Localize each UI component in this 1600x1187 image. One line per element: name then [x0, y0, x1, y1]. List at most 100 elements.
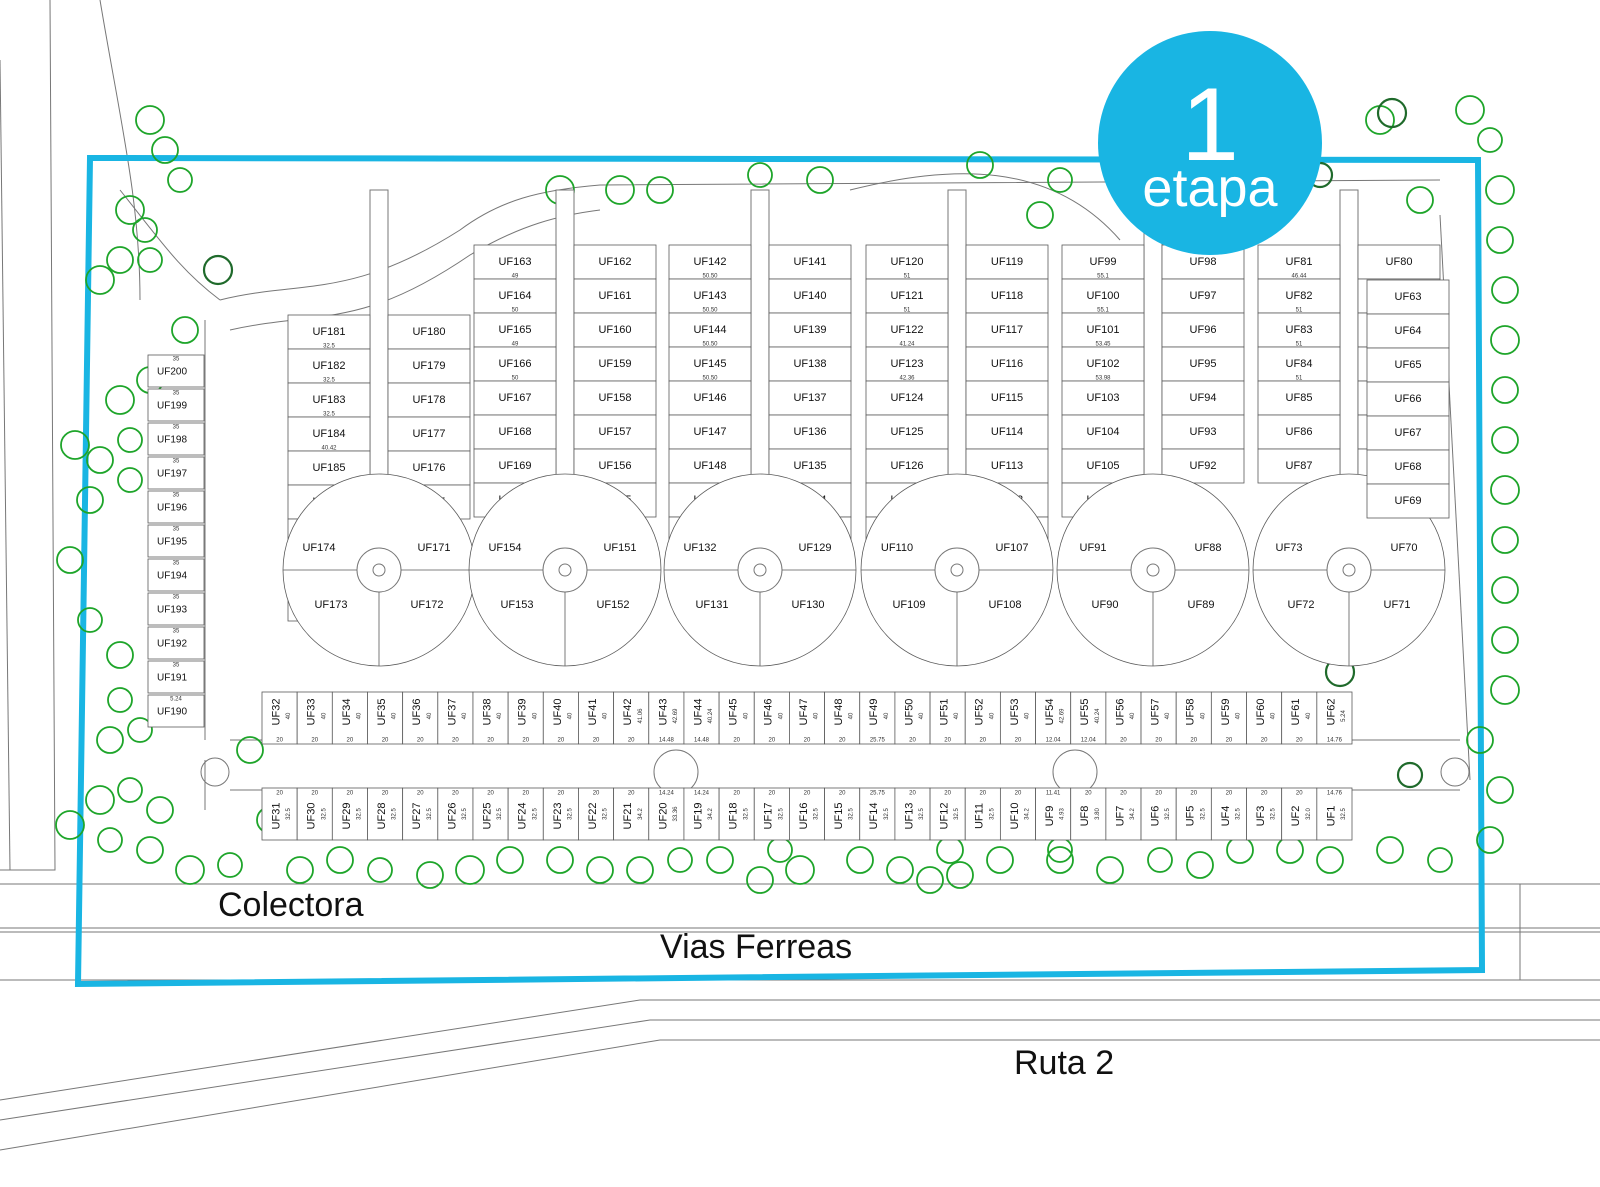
lot-uf81[interactable] — [1257, 244, 1341, 280]
lot-uf26[interactable] — [437, 787, 474, 841]
lot-uf7[interactable] — [1105, 787, 1142, 841]
lot-uf17[interactable] — [753, 787, 790, 841]
lot-uf198[interactable] — [147, 422, 205, 456]
lot-uf162[interactable] — [573, 244, 657, 280]
lot-uf101[interactable] — [1061, 312, 1145, 348]
lot-uf6[interactable] — [1140, 787, 1177, 841]
lot-uf167[interactable] — [473, 380, 557, 416]
lot-uf168[interactable] — [473, 414, 557, 450]
lot-uf82[interactable] — [1257, 278, 1341, 314]
lot-uf13[interactable] — [894, 787, 931, 841]
lot-uf190[interactable] — [147, 694, 205, 728]
lot-uf61[interactable] — [1281, 691, 1318, 745]
lot-uf80[interactable] — [1357, 244, 1441, 280]
lot-uf164[interactable] — [473, 278, 557, 314]
lot-uf51[interactable] — [929, 691, 966, 745]
lot-uf65[interactable] — [1366, 347, 1450, 383]
lot-uf83[interactable] — [1257, 312, 1341, 348]
lot-uf24[interactable] — [507, 787, 544, 841]
lot-uf123[interactable] — [865, 346, 949, 382]
lot-uf103[interactable] — [1061, 380, 1145, 416]
lot-uf59[interactable] — [1210, 691, 1247, 745]
lot-uf165[interactable] — [473, 312, 557, 348]
lot-uf50[interactable] — [894, 691, 931, 745]
lot-uf136[interactable] — [768, 414, 852, 450]
lot-uf68[interactable] — [1366, 449, 1450, 485]
lot-uf18[interactable] — [718, 787, 755, 841]
lot-uf179[interactable] — [387, 348, 471, 384]
lot-uf15[interactable] — [824, 787, 861, 841]
lot-uf52[interactable] — [964, 691, 1001, 745]
lot-uf42[interactable] — [613, 691, 650, 745]
lot-uf139[interactable] — [768, 312, 852, 348]
lot-uf48[interactable] — [824, 691, 861, 745]
lot-uf194[interactable] — [147, 558, 205, 592]
lot-uf161[interactable] — [573, 278, 657, 314]
lot-uf66[interactable] — [1366, 381, 1450, 417]
lot-uf69[interactable] — [1366, 483, 1450, 519]
lot-uf125[interactable] — [865, 414, 949, 450]
lot-uf29[interactable] — [331, 787, 368, 841]
lot-uf159[interactable] — [573, 346, 657, 382]
lot-uf49[interactable] — [859, 691, 896, 745]
lot-uf25[interactable] — [472, 787, 509, 841]
lot-uf34[interactable] — [331, 691, 368, 745]
lot-uf95[interactable] — [1161, 346, 1245, 382]
lot-uf144[interactable] — [668, 312, 752, 348]
lot-uf63[interactable] — [1366, 279, 1450, 315]
lot-uf119[interactable] — [965, 244, 1049, 280]
lot-uf145[interactable] — [668, 346, 752, 382]
lot-uf200[interactable] — [147, 354, 205, 388]
lot-uf28[interactable] — [367, 787, 404, 841]
lot-uf86[interactable] — [1257, 414, 1341, 450]
lot-uf10[interactable] — [999, 787, 1036, 841]
lot-uf99[interactable] — [1061, 244, 1145, 280]
lot-uf30[interactable] — [296, 787, 333, 841]
lot-uf192[interactable] — [147, 626, 205, 660]
lot-uf44[interactable] — [683, 691, 720, 745]
lot-uf193[interactable] — [147, 592, 205, 626]
lot-uf196[interactable] — [147, 490, 205, 524]
lot-uf117[interactable] — [965, 312, 1049, 348]
lot-uf178[interactable] — [387, 382, 471, 418]
lot-uf121[interactable] — [865, 278, 949, 314]
lot-uf1[interactable] — [1316, 787, 1353, 841]
lot-uf180[interactable] — [387, 314, 471, 350]
lot-uf191[interactable] — [147, 660, 205, 694]
lot-uf124[interactable] — [865, 380, 949, 416]
lot-uf11[interactable] — [964, 787, 1001, 841]
lot-uf31[interactable] — [261, 787, 298, 841]
lot-uf57[interactable] — [1140, 691, 1177, 745]
lot-uf166[interactable] — [473, 346, 557, 382]
lot-uf40[interactable] — [542, 691, 579, 745]
lot-uf104[interactable] — [1061, 414, 1145, 450]
lot-uf116[interactable] — [965, 346, 1049, 382]
lot-uf19[interactable] — [683, 787, 720, 841]
lot-uf146[interactable] — [668, 380, 752, 416]
lot-uf41[interactable] — [578, 691, 615, 745]
lot-uf38[interactable] — [472, 691, 509, 745]
lot-uf43[interactable] — [648, 691, 685, 745]
lot-uf58[interactable] — [1175, 691, 1212, 745]
lot-uf115[interactable] — [965, 380, 1049, 416]
lot-uf100[interactable] — [1061, 278, 1145, 314]
lot-uf102[interactable] — [1061, 346, 1145, 382]
lot-uf177[interactable] — [387, 416, 471, 452]
lot-uf138[interactable] — [768, 346, 852, 382]
lot-uf55[interactable] — [1070, 691, 1107, 745]
lot-uf21[interactable] — [613, 787, 650, 841]
lot-uf93[interactable] — [1161, 414, 1245, 450]
lot-uf53[interactable] — [999, 691, 1036, 745]
lot-uf54[interactable] — [1035, 691, 1072, 745]
lot-uf4[interactable] — [1210, 787, 1247, 841]
lot-uf8[interactable] — [1070, 787, 1107, 841]
lot-uf143[interactable] — [668, 278, 752, 314]
lot-uf16[interactable] — [789, 787, 825, 841]
lot-uf67[interactable] — [1366, 415, 1450, 451]
lot-uf62[interactable] — [1316, 691, 1353, 745]
lot-uf60[interactable] — [1246, 691, 1283, 745]
lot-uf5[interactable] — [1175, 787, 1212, 841]
lot-uf142[interactable] — [668, 244, 752, 280]
lot-uf199[interactable] — [147, 388, 205, 422]
lot-uf35[interactable] — [367, 691, 404, 745]
